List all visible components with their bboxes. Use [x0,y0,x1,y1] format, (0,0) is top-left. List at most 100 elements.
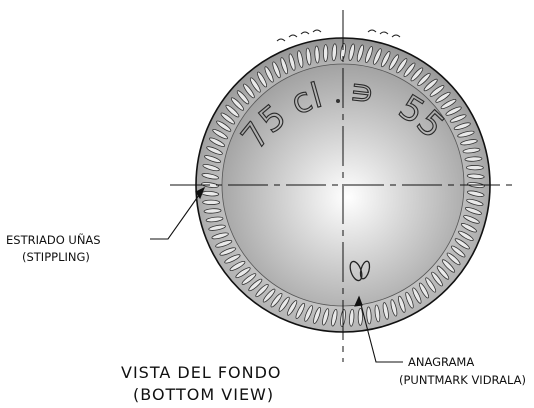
stippling-slot [224,254,241,264]
stippling-slot [208,224,226,231]
stippling-slot [216,120,232,132]
stippling-slot [398,295,406,313]
stippling-slot [305,47,312,66]
stippling-slot [446,252,461,266]
stippling-slot [356,44,364,62]
stippling-slot [288,53,296,71]
stippling-slot [460,139,478,146]
stippling-slot [235,267,251,279]
top-edge-bumps [276,29,401,42]
stippling-slot [418,282,429,299]
stippling-slot [405,291,414,309]
stippling-slot [201,173,220,180]
anagram-leader [354,295,403,363]
stippling-slot [229,260,246,271]
stippling-slot [236,90,250,105]
stippling-slot [257,71,268,88]
center-mark [336,99,340,103]
stippling-slot [445,106,462,116]
stippling-slot [450,245,466,258]
stippling-slot [365,46,373,64]
view-title-en: (BOTTOM VIEW) [133,385,274,404]
stippling-slot [454,238,470,250]
stippling-slot [357,307,363,326]
stippling-slot [331,308,338,327]
stippling-slot [340,43,346,61]
stippling-slot [295,302,305,319]
stippling-slot [388,54,400,70]
stippling-slot [255,283,269,298]
stippling-slot [441,259,456,273]
stippling-slot [366,306,372,325]
stippling-slot [215,240,233,248]
stippling-slot [220,112,236,125]
stippling-slot [203,208,222,214]
stippling-slot [349,308,355,327]
stippling-slot [466,173,485,179]
stippling-slot [396,58,408,74]
anagram-mark [349,260,371,282]
stippling-slot [202,164,220,172]
stippling-slot [464,156,483,162]
stippling-slot [314,45,320,64]
stippling-slot [331,43,337,62]
stippling-slot [425,277,437,293]
stippling-slot [205,216,224,223]
stippling-slot [457,130,475,138]
stippling-slot [243,83,255,99]
stippling-slot [466,198,484,206]
stippling-slot [211,232,229,240]
stippling-slot [466,190,485,197]
stippling-slot [264,66,274,83]
stippling-slot [465,165,484,171]
anagram-label-es: ANAGRAMA [408,355,474,369]
stippling-slot [429,85,445,97]
stippling-slot [458,230,474,242]
stippling-slot [270,292,283,308]
stippling-slot [373,48,382,65]
stippling-slot [440,99,457,110]
stippling-slot [382,302,389,320]
stippling-slot [460,223,477,233]
stippling-slot [322,308,330,326]
stippling-ring [201,43,485,327]
stippling-slot [262,288,276,303]
stippling-slot [272,61,281,79]
stippling-slot [241,273,257,285]
stippling-slot [286,300,298,316]
stippling-slot [453,122,471,130]
stippling-slot [464,207,482,215]
stippling-slot [278,296,290,312]
anagram-label-en: (PUNTMARK VIDRALA) [399,373,526,387]
stippling-slot [204,155,222,163]
stippling-slot [410,67,424,82]
stippling-slot [313,306,321,324]
stippling-slot [323,44,329,63]
stippling-slot [249,77,261,93]
stippling-slot [212,128,228,140]
stippling-leader [150,186,206,240]
stippling-slot [209,137,226,147]
stippling-slot [435,91,451,103]
stippling-slot [431,271,443,287]
stippling-slot [374,304,381,323]
stippling-slot [348,43,355,62]
stippling-slot [381,51,391,68]
stippling-slot [423,78,438,92]
center-lines [170,10,516,362]
stippling-slot [202,199,221,205]
stippling-slot [436,265,450,280]
stippling-slot [280,57,288,75]
stippling-slot [225,104,240,118]
stippling-slot [304,305,313,322]
stippling-slot [417,72,431,87]
stippling-slot [219,247,237,256]
stippling-slot [206,146,223,155]
stippling-slot [390,299,398,317]
stippling-label-en: (STIPPLING) [22,250,90,264]
stippling-slot [230,97,245,111]
stippling-label-es: ESTRIADO UÑAS [6,232,101,247]
stippling-slot [412,287,422,304]
stippling-slot [462,147,481,154]
